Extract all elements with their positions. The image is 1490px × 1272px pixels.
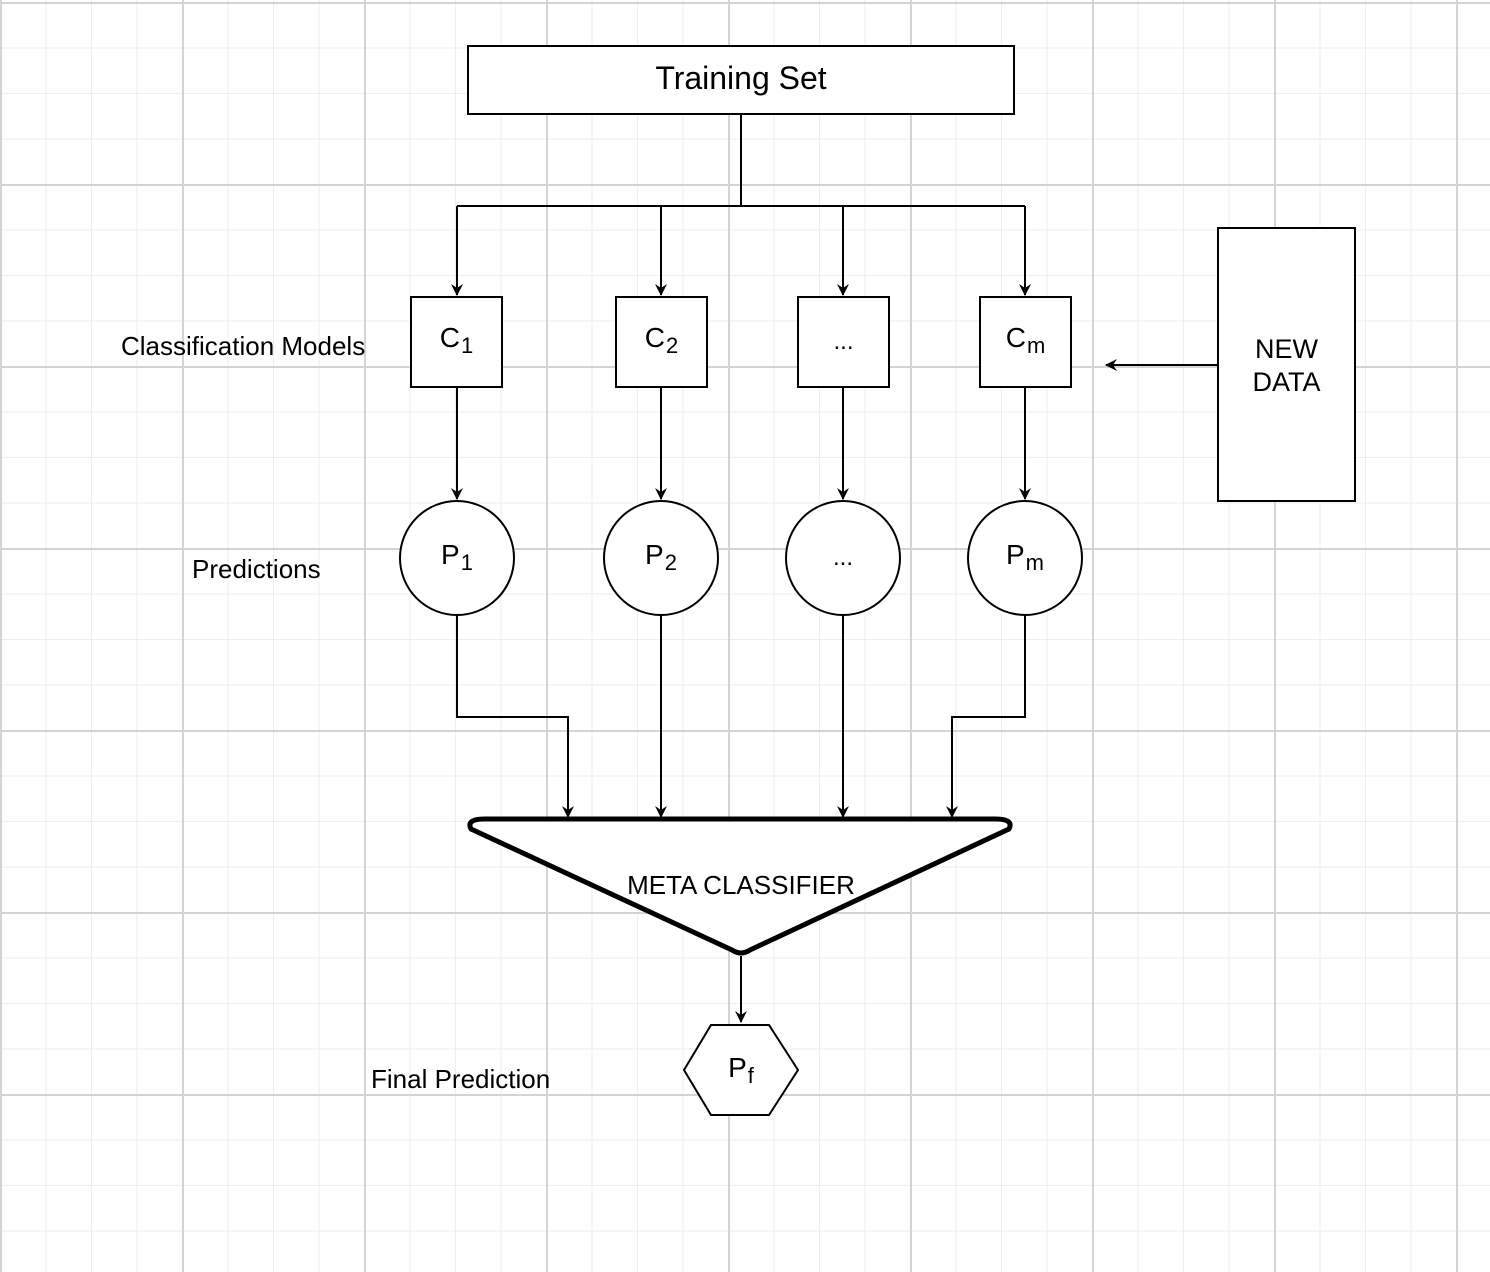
prediction-p1-text: P1: [441, 539, 473, 575]
prediction-pm-text: Pm: [1005, 539, 1044, 575]
classifier-cm-text: Cm: [1005, 322, 1046, 358]
classifier-to-prediction-arrows: [451, 387, 1031, 500]
predictions-label: Predictions: [192, 554, 321, 584]
classifier-c2-text: C2: [644, 322, 679, 358]
classifier-c1-text: C1: [439, 322, 474, 358]
final-prediction-hexagon: [682, 1024, 800, 1116]
training-connectors: [451, 114, 1031, 296]
meta-classifier-text: META CLASSIFIER: [627, 870, 855, 900]
classification-models-label: Classification Models: [121, 331, 366, 361]
new-data-text: NEW DATA: [1252, 334, 1321, 397]
final-prediction-text: Pf: [728, 1052, 754, 1088]
training-set-label: Training Set: [655, 60, 827, 96]
classifier-box-cm: [979, 296, 1072, 388]
training-set-box: [467, 45, 1015, 115]
classifier-box-c2: [615, 296, 708, 388]
classifier-box-c1: [410, 296, 503, 388]
classifier-ellipsis-text: ...: [833, 328, 854, 355]
prediction-ellipsis-text: ...: [832, 544, 853, 571]
final-prediction-label: Final Prediction: [371, 1064, 551, 1094]
meta-classifier-shape: [467, 816, 1013, 956]
classifier-box-ellipsis: [797, 296, 890, 388]
new-data-box: [1217, 227, 1356, 502]
prediction-p2-text: P2: [645, 539, 677, 575]
prediction-to-meta-arrows: [456, 615, 1026, 818]
